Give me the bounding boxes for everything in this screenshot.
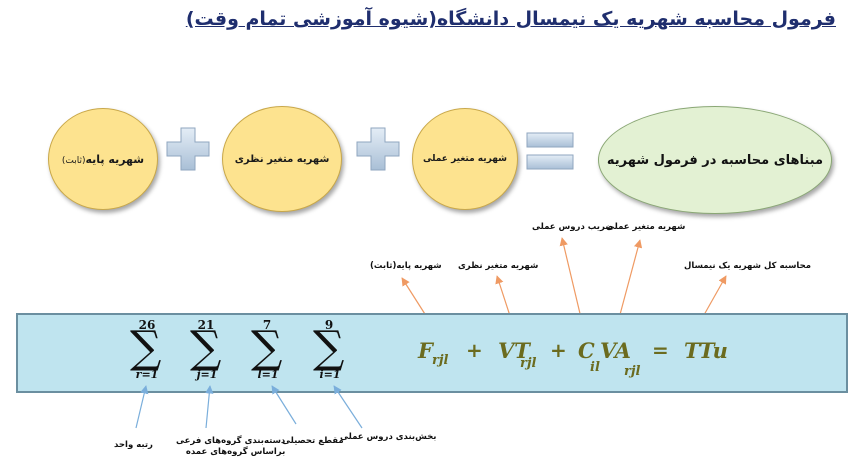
practical-fee-circle: شهریه متغیر عملی	[412, 108, 518, 210]
lower-label-group-line2: براساس گروه‌های عمده	[185, 446, 286, 457]
upper-label-base-fee: شهریه پایه(ثابت)	[370, 261, 442, 271]
term-VA-sub: rjl	[624, 364, 641, 379]
sigma-r: ∑	[130, 322, 162, 373]
equals-bar-bottom	[526, 154, 574, 170]
sigma-l: ∑	[251, 322, 283, 373]
op-plus-1: +	[466, 338, 483, 362]
sum-j-top: 21	[197, 318, 215, 332]
sigma-j: ∑	[190, 322, 222, 373]
term-C-sub: il	[590, 360, 600, 375]
sum-r-top: 26	[138, 318, 156, 332]
sum-i-top: 9	[324, 318, 334, 332]
op-equals: =	[652, 338, 669, 362]
arrow-practical-split	[333, 385, 363, 429]
term-VT: VT	[498, 338, 530, 363]
sum-l-top: 7	[262, 318, 272, 332]
sum-j-bottom: j=1	[196, 368, 218, 381]
term-F: F	[418, 338, 433, 363]
plus-sign-2	[356, 127, 400, 171]
page-title: فرمول محاسبه شهریه یک نیمسال دانشگاه(شیو…	[185, 8, 836, 30]
formula-bar	[16, 313, 848, 393]
equals-bar-top	[526, 132, 574, 148]
upper-label-total: محاسبه کل شهریه یک نیمسال	[684, 261, 812, 271]
plus-sign-1	[166, 127, 210, 171]
base-fee-sub: (ثابت)	[61, 155, 86, 166]
arrow-practical-coeff	[559, 237, 583, 323]
lower-label-group: دسته‌بندی گروه‌های فرعی براساس گروه‌های …	[176, 436, 285, 457]
base-fee-main: شهریه پایه	[85, 152, 145, 166]
upper-label-practical-fee: شهریه متغیر عملی	[606, 222, 686, 232]
result-ellipse: مبناهای محاسبه در فرمول شهریه	[598, 106, 832, 214]
theoretical-fee-label: شهریه متغیر نظری	[234, 153, 330, 165]
lower-label-practical-split: بخش‌بندی دروس عملی	[340, 432, 437, 442]
term-C: C	[578, 338, 595, 363]
lower-label-degree: مقطع تحصیلی	[282, 436, 344, 446]
theoretical-fee-circle: شهریه متغیر نظری	[222, 106, 342, 212]
sum-l-bottom: l=1	[257, 368, 279, 381]
practical-fee-label: شهریه متغیر عملی	[422, 154, 508, 164]
sum-r-bottom: r=1	[135, 368, 159, 381]
arrow-practical-fee	[617, 239, 643, 323]
upper-label-practical-coeff: ضریب دروس عملی	[532, 222, 614, 232]
term-VT-sub: rjl	[520, 356, 537, 371]
arrow-rank	[135, 385, 149, 429]
term-VA: VA	[600, 338, 631, 363]
base-fee-circle-label: شهریه پایه(ثابت)	[62, 153, 144, 166]
arrow-degree	[271, 385, 297, 425]
upper-label-theoretical-fee: شهریه متغیر نظری	[458, 261, 539, 271]
term-TTu: TTu	[684, 338, 728, 363]
sum-i-bottom: i=1	[319, 368, 341, 381]
arrow-group	[205, 385, 214, 429]
term-F-sub: rjl	[432, 353, 449, 368]
sigma-i: ∑	[313, 322, 345, 373]
op-plus-2: +	[550, 338, 567, 362]
result-label: مبناهای محاسبه در فرمول شهریه	[606, 152, 824, 168]
base-fee-circle: شهریه پایه(ثابت)	[48, 108, 158, 210]
lower-label-group-line1: دسته‌بندی گروه‌های فرعی	[176, 436, 286, 446]
lower-label-rank: رتبه واحد	[114, 440, 153, 450]
